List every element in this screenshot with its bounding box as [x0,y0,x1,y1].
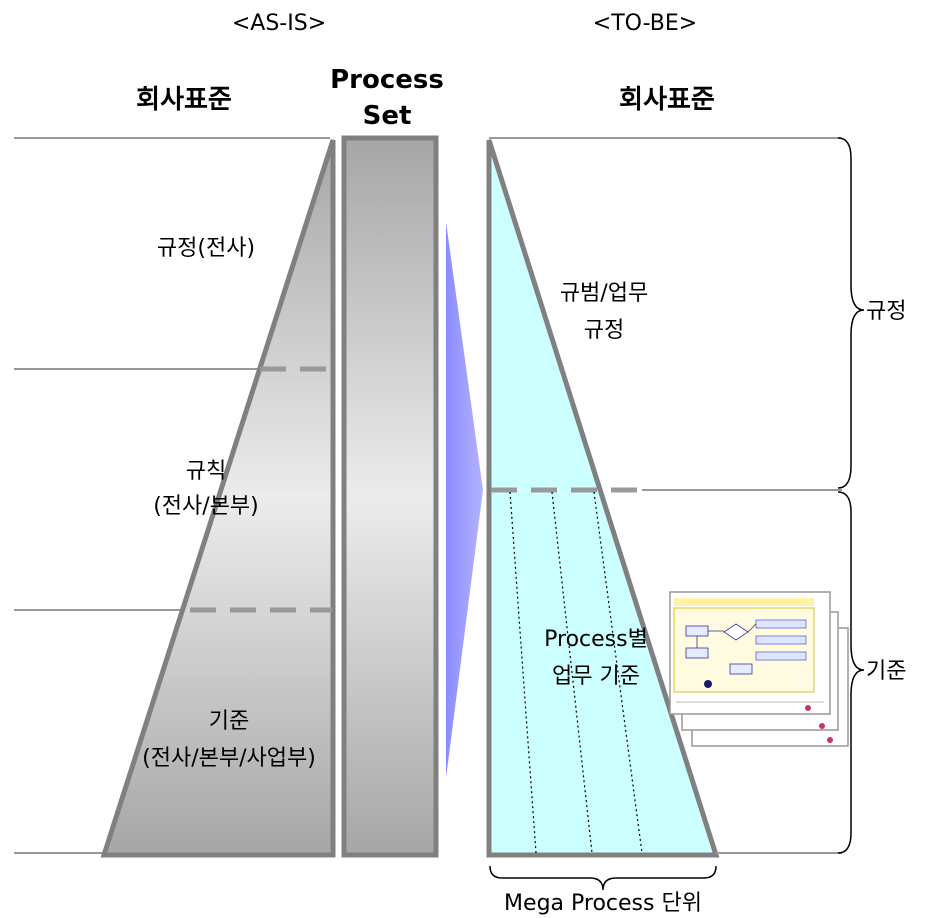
mega-process-dotted-lines [509,491,643,854]
as-is-level1-label: 규정(전사) [157,236,255,261]
as-is-level3-label-line1: 기준 [209,709,249,734]
as-is-level-lines [14,137,330,854]
as-is-dashed-dividers [190,366,332,613]
to-be-header: 회사표준 [619,85,715,115]
as-is-caption: <AS-IS> [232,11,326,36]
brace-regulation-label: 규정 [866,299,906,324]
brace-standard-label: 기준 [866,659,906,684]
to-be-upper-label-line2: 규정 [584,318,624,343]
as-is-level2-label-line1: 규칙 [186,459,226,484]
process-set-title-line2: Set [363,101,412,131]
to-be-lower-label-line1: Process별 [544,627,648,652]
brace-standard [837,491,865,854]
to-be-caption: <TO-BE> [593,11,697,36]
brace-mega-process [489,865,717,891]
to-be-lower-label-line2: 업무 기준 [552,664,640,689]
process-document-icon [669,591,849,747]
as-is-level3-label-line2: (전사/본부/사업부) [142,746,316,771]
to-be-triangle [486,139,720,858]
as-is-level2-label-line2: (전사/본부) [153,494,259,519]
mega-process-label: Mega Process 단위 [504,891,702,916]
process-set-bar [341,135,439,858]
process-set-title-line1: Process [330,65,444,95]
brace-regulation [837,137,865,489]
to-be-upper-label-line1: 규범/업무 [560,281,648,306]
transform-arrow [446,222,483,778]
as-is-triangle [100,139,336,858]
as-is-header: 회사표준 [136,85,232,115]
